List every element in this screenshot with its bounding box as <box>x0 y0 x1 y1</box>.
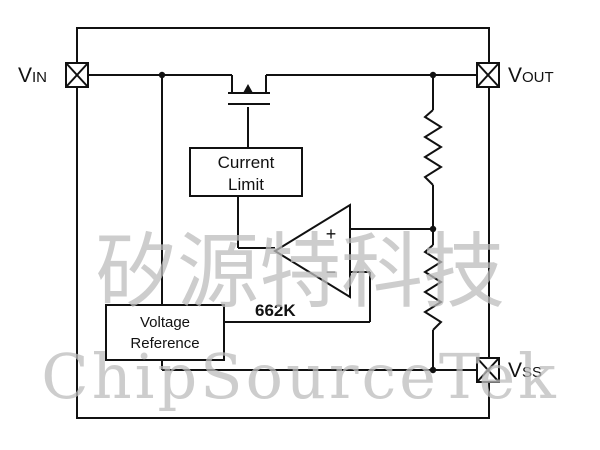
wires <box>87 74 477 371</box>
resistor-top <box>423 109 443 186</box>
current-limit-block <box>189 147 303 197</box>
voltage-reference-block <box>105 304 225 361</box>
watermark-chinese: 矽源特科技 <box>95 225 505 320</box>
part-number-label: 662K <box>255 301 296 320</box>
amp-minus-sign: − <box>326 262 337 282</box>
vin-pin-box <box>65 62 89 88</box>
current-limit-line2: Limit <box>228 175 264 194</box>
voltage-reference-line1: Voltage <box>140 314 190 331</box>
watermark-english: ChipSourceTek <box>41 340 558 413</box>
resistor-bottom <box>423 244 443 331</box>
pass-transistor <box>228 75 270 105</box>
junction-dots <box>158 71 437 374</box>
vin-label: VIN <box>18 64 47 87</box>
error-amplifier <box>273 203 351 299</box>
voltage-reference-line2: Reference <box>130 335 199 352</box>
vss-pin-box <box>476 357 500 383</box>
vout-pin-box <box>476 62 500 88</box>
current-limit-line1: Current <box>218 153 275 172</box>
vss-label: VSS <box>508 359 542 382</box>
vout-label: VOUT <box>508 64 554 87</box>
amp-plus-sign: + <box>326 224 337 244</box>
